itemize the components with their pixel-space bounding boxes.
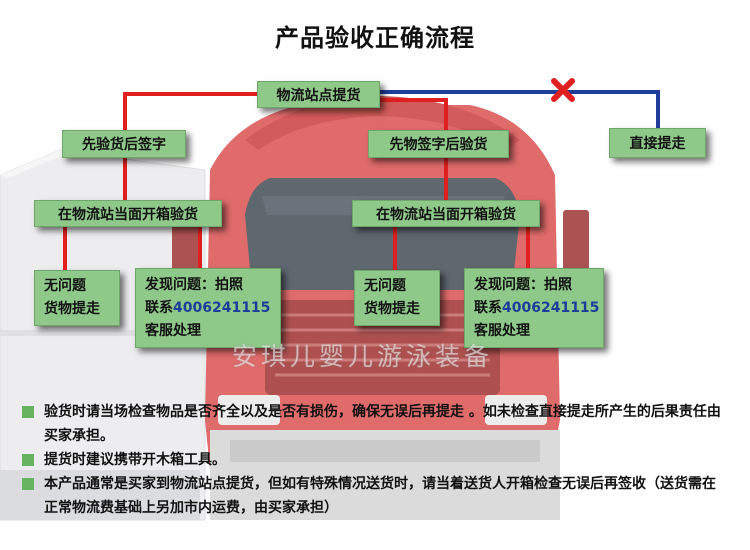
node-label: 先验货后签字 bbox=[82, 137, 166, 153]
contact-label: 联系 bbox=[474, 299, 502, 316]
phone-number: 4006241115 bbox=[173, 299, 271, 316]
node-label: 物流站点提货 bbox=[276, 87, 361, 104]
note-item: 验货时请当场检查物品是否齐全以及是否有损伤，确保无误后再提走 。如未检查直接提走… bbox=[22, 400, 727, 448]
node-line: 客服处理 bbox=[145, 322, 201, 339]
note-text: 验货时请当场检查物品是否齐全以及是否有损伤，确保无误后再提走 。如未检查直接提走… bbox=[44, 404, 721, 444]
square-bullet-icon bbox=[22, 454, 34, 466]
node-line: 发现问题：拍照 bbox=[145, 276, 243, 293]
square-bullet-icon bbox=[22, 406, 34, 418]
node-label: 在物流站当面开箱验货 bbox=[376, 206, 516, 223]
node-inspect-then-sign: 先验货后签字 bbox=[62, 130, 186, 158]
node-line: 货物提走 bbox=[364, 301, 420, 317]
node-label: 直接提走 bbox=[629, 136, 686, 152]
note-text: 提货时建议携带开木箱工具。 bbox=[44, 452, 226, 468]
cross-icon bbox=[549, 76, 577, 104]
node-line: 联系4006241115 bbox=[145, 297, 270, 320]
node-left-open-box: 在物流站当面开箱验货 bbox=[34, 200, 222, 227]
node-left-no-problem: 无问题 货物提走 bbox=[34, 270, 120, 326]
node-sign-then-inspect: 先物签字后验货 bbox=[368, 130, 509, 158]
node-right-no-problem: 无问题 货物提走 bbox=[354, 270, 440, 326]
node-right-issue-found: 发现问题：拍照 联系4006241115 客服处理 bbox=[464, 268, 604, 348]
node-direct-pickup: 直接提走 bbox=[609, 128, 706, 158]
node-label: 在物流站当面开箱验货 bbox=[58, 206, 198, 223]
note-text: 本产品通常是买家到物流站点提货，但如有特殊情况送货时，请当着送货人开箱检查无误后… bbox=[44, 476, 716, 516]
note-item: 提货时建议携带开木箱工具。 bbox=[22, 448, 727, 472]
contact-label: 联系 bbox=[145, 299, 173, 316]
node-line: 无问题 bbox=[44, 278, 86, 294]
notes-list: 验货时请当场检查物品是否齐全以及是否有损伤，确保无误后再提走 。如未检查直接提走… bbox=[22, 400, 727, 520]
node-line: 发现问题：拍照 bbox=[474, 276, 572, 293]
note-item: 本产品通常是买家到物流站点提货，但如有特殊情况送货时，请当着送货人开箱检查无误后… bbox=[22, 472, 727, 520]
page-title: 产品验收正确流程 bbox=[275, 24, 475, 52]
node-label: 先物签字后验货 bbox=[389, 137, 488, 153]
node-pickup-at-station: 物流站点提货 bbox=[257, 81, 380, 108]
node-line: 联系4006241115 bbox=[474, 297, 599, 320]
node-line: 货物提走 bbox=[44, 301, 100, 317]
watermark: 安琪儿婴儿游泳装备 bbox=[232, 342, 494, 371]
node-right-open-box: 在物流站当面开箱验货 bbox=[352, 200, 540, 227]
node-left-issue-found: 发现问题：拍照 联系4006241115 客服处理 bbox=[135, 268, 281, 348]
node-line: 无问题 bbox=[364, 278, 406, 294]
phone-number: 4006241115 bbox=[502, 299, 600, 316]
square-bullet-icon bbox=[22, 478, 34, 490]
node-line: 客服处理 bbox=[474, 322, 530, 339]
